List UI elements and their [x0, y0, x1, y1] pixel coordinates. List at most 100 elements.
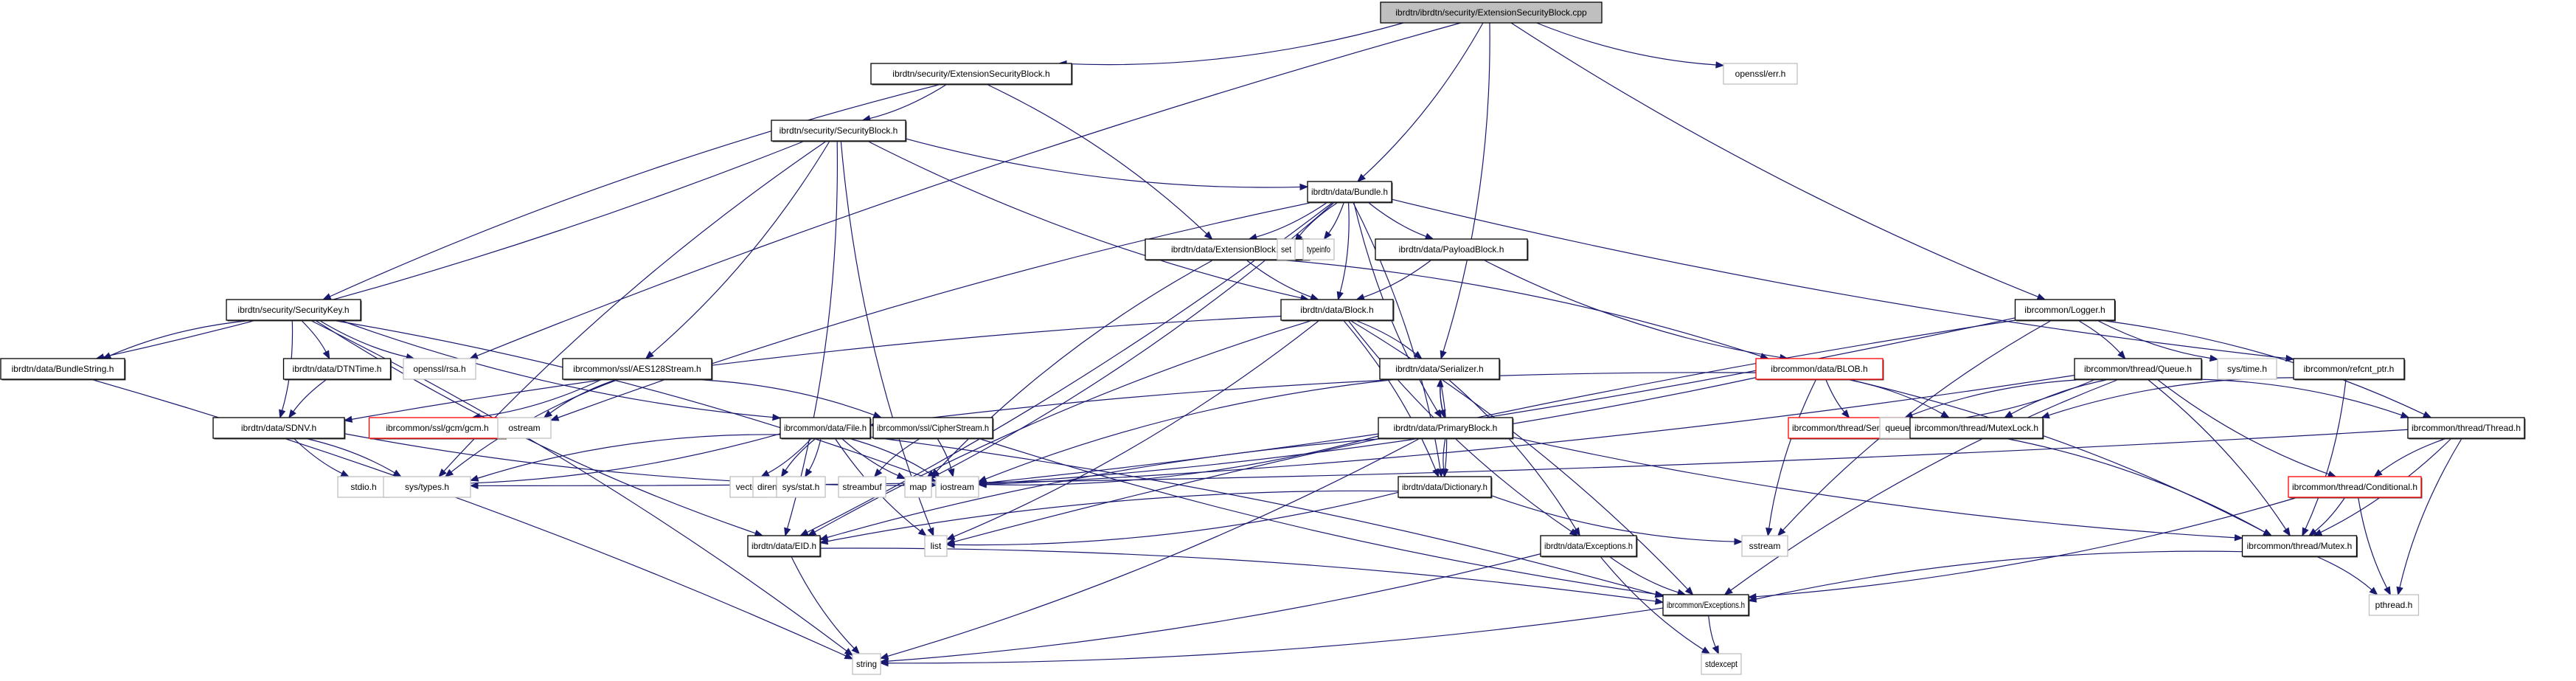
arrowhead-icon	[444, 469, 454, 477]
arrowhead-icon	[1701, 646, 1711, 654]
edge-line	[985, 435, 1379, 485]
edge-line	[351, 315, 1282, 420]
node-box	[2293, 358, 2405, 380]
node-mutexlock-h[interactable]: ibrcommon/thread/MutexLock.h	[1909, 417, 2044, 440]
edge-line	[319, 319, 407, 358]
node-mutex-h[interactable]: ibrcommon/thread/Mutex.h	[2241, 535, 2358, 558]
node-blob-h[interactable]: ibrcommon/data/BLOB.h	[1755, 358, 1884, 381]
include-edge	[339, 319, 782, 421]
arrowhead-icon	[917, 528, 927, 536]
arrowhead-icon	[927, 470, 937, 478]
node-payload-h[interactable]: ibrdtn/data/PayloadBlock.h	[1375, 238, 1529, 261]
node-aes-h[interactable]: ibrcommon/ssl/AES128Stream.h	[562, 358, 713, 381]
node-label: openssl/rsa.h	[413, 364, 465, 374]
edge-line	[937, 438, 952, 470]
include-edge	[1903, 378, 2089, 418]
node-esb-h[interactable]: ibrdtn/security/ExtensionSecurityBlock.h	[870, 63, 1073, 86]
edge-line	[2077, 319, 2121, 353]
include-edge	[1482, 259, 1789, 362]
node-box	[2014, 299, 2116, 321]
include-edge	[861, 83, 948, 122]
arrowhead-icon	[2327, 471, 2337, 477]
arrowhead-icon	[896, 472, 906, 480]
node-logger-h[interactable]: ibrcommon/Logger.h	[2014, 299, 2117, 322]
node-serializer-h[interactable]: ibrdtn/data/Serializer.h	[1379, 358, 1501, 381]
node-primary-h[interactable]: ibrdtn/data/PrimaryBlock.h	[1378, 417, 1514, 440]
arrowhead-icon	[2234, 533, 2243, 542]
node-box	[282, 358, 392, 380]
node-root[interactable]: ibrdtn/ibrdtn/security/ExtensionSecurity…	[1380, 1, 1603, 24]
node-dictionary-h[interactable]: ibrdtn/data/Dictionary.h	[1398, 476, 1493, 499]
include-edge	[945, 491, 1399, 549]
node-label: ibrcommon/thread/MutexLock.h	[1914, 423, 2038, 433]
node-commonexc-h[interactable]: ibrcommon/Exceptions.h	[1662, 594, 1750, 617]
node-label: ibrcommon/ssl/CipherStream.h	[877, 423, 989, 433]
node-box	[1280, 299, 1394, 321]
node-box	[1741, 535, 1788, 557]
include-edge	[1512, 436, 2243, 542]
edge-line	[310, 319, 847, 651]
include-edge	[1847, 378, 2273, 536]
edge-line	[877, 372, 1757, 425]
node-box	[1375, 238, 1528, 260]
node-gcm-h[interactable]: ibrcommon/ssl/gcm/gcm.h	[368, 417, 507, 440]
include-edge	[1437, 378, 1445, 418]
node-box	[403, 358, 476, 380]
node-label: ibrdtn/data/Dictionary.h	[1402, 482, 1487, 492]
node-secblock-h[interactable]: ibrdtn/security/SecurityBlock.h	[771, 120, 907, 142]
edge-line	[2156, 378, 2330, 475]
arrowhead-icon	[844, 652, 854, 660]
edge-line	[841, 438, 899, 477]
edge-line	[332, 319, 929, 480]
edge-line	[867, 140, 1302, 299]
edge-line	[558, 201, 1314, 418]
node-seckey-h[interactable]: ibrdtn/security/SecurityKey.h	[226, 299, 362, 322]
edges-layer	[90, 22, 2462, 667]
node-bundlestring-h[interactable]: ibrdtn/data/BundleString.h	[0, 358, 126, 381]
edge-line	[300, 319, 327, 353]
node-box	[2368, 594, 2420, 616]
arrowhead-icon	[2036, 293, 2046, 300]
include-edge	[2302, 378, 2347, 537]
arrowhead-icon	[469, 352, 479, 359]
node-refcnt-h[interactable]: ibrcommon/refcnt_ptr.h	[2293, 358, 2406, 381]
node-cipher-h[interactable]: ibrcommon/ssl/CipherStream.h	[872, 417, 994, 440]
node-thread-h[interactable]: ibrcommon/thread/Thread.h	[2407, 417, 2526, 440]
node-eid-h[interactable]: ibrdtn/data/EID.h	[747, 535, 822, 558]
node-label: ibrcommon/thread/Queue.h	[2084, 364, 2192, 374]
include-edge	[945, 319, 1320, 540]
node-label: list	[931, 541, 942, 551]
node-bundle-h[interactable]: ibrdtn/data/Bundle.h	[1307, 181, 1393, 204]
edge-line	[986, 83, 1207, 235]
include-edge	[305, 438, 402, 477]
node-dtntime-h[interactable]: ibrdtn/data/DTNTime.h	[282, 358, 392, 381]
node-queue: queue	[1879, 417, 1916, 439]
edge-line	[2004, 438, 2266, 533]
node-list: list	[924, 535, 948, 557]
edge-line	[689, 378, 875, 416]
include-edge	[819, 490, 1399, 545]
node-dtnexc-h[interactable]: ibrdtn/data/Exceptions.h	[1540, 535, 1638, 558]
node-box	[1701, 653, 1742, 675]
node-rsa-h: openssl/rsa.h	[403, 358, 476, 380]
edge-line	[1363, 259, 1432, 298]
node-queue-h[interactable]: ibrcommon/thread/Queue.h	[2074, 358, 2203, 381]
node-sdnv-h[interactable]: ibrdtn/data/SDNV.h	[212, 417, 346, 440]
include-edge	[1367, 201, 1434, 240]
node-file-h[interactable]: ibrcommon/data/File.h	[780, 417, 872, 440]
node-block-h[interactable]: ibrdtn/data/Block.h	[1280, 299, 1395, 322]
node-label: typeinfo	[1307, 244, 1330, 255]
node-conditional-h[interactable]: ibrcommon/thread/Conditional.h	[2288, 476, 2423, 499]
node-pthread-h: pthread.h	[2368, 594, 2420, 616]
node-systime-h: sys/time.h	[2217, 358, 2277, 380]
arrowhead-icon	[469, 474, 479, 482]
edge-line	[1912, 378, 2089, 415]
node-box	[383, 476, 471, 498]
edge-line	[1708, 615, 1716, 648]
nodes-layer: ibrdtn/ibrdtn/security/ExtensionSecurity…	[0, 1, 2526, 675]
arrowhead-icon	[340, 470, 350, 477]
node-label: queue	[1885, 423, 1910, 433]
edge-line	[2147, 378, 2287, 530]
edge-line	[1730, 378, 2120, 591]
arrowhead-icon	[760, 469, 770, 477]
